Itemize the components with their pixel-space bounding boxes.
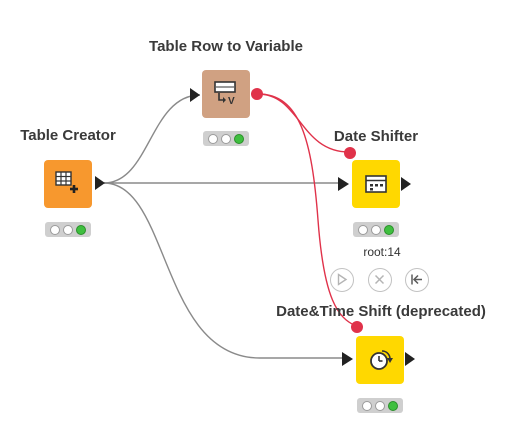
date-shifter-input-port[interactable]: [338, 177, 349, 191]
reset-icon: [411, 274, 422, 285]
clock-shift-icon: [370, 350, 393, 370]
status-light-yellow: [375, 400, 385, 411]
node-label-table-creator[interactable]: Table Creator: [20, 127, 116, 144]
node-label-date-shifter[interactable]: Date Shifter: [333, 128, 419, 145]
date-shifter-status: [353, 222, 399, 237]
table-row-variable-input-port[interactable]: [190, 88, 200, 102]
status-light-green: [384, 224, 394, 235]
svg-text:V: V: [228, 96, 235, 107]
status-light-yellow: [371, 224, 381, 235]
node-label-datetime-shift[interactable]: Date&Time Shift (deprecated): [276, 303, 486, 320]
play-icon: [337, 273, 348, 286]
table-creator-status: [45, 222, 91, 237]
status-light-red: [362, 400, 372, 411]
datetime-shift-status: [357, 398, 403, 413]
calendar-icon: [365, 175, 387, 193]
datetime-shift-input-port[interactable]: [342, 352, 353, 366]
table-creator-node[interactable]: [44, 160, 92, 208]
table-creator-icon: [55, 171, 78, 193]
status-light-yellow: [63, 224, 73, 235]
datetime-shift-node[interactable]: [356, 336, 404, 384]
date-shifter-node[interactable]: [352, 160, 400, 208]
execute-button[interactable]: [330, 268, 354, 292]
cancel-button[interactable]: [368, 268, 392, 292]
table-creator-output-port[interactable]: [95, 176, 105, 190]
node-label-table-row-to-variable[interactable]: Table Row to Variable: [149, 38, 303, 55]
connection-creator-to-datetime-shift[interactable]: [103, 182, 350, 359]
table-row-to-variable-node[interactable]: V: [202, 70, 250, 118]
variable-connection-to-datetime-shift[interactable]: [257, 93, 357, 327]
row-to-variable-icon: V: [214, 81, 236, 107]
date-shifter-output-port[interactable]: [401, 177, 411, 191]
connection-creator-to-row-variable[interactable]: [103, 94, 201, 184]
status-light-red: [358, 224, 368, 235]
close-icon: [374, 274, 385, 285]
node-id-label: root:14: [363, 245, 401, 259]
status-light-red: [208, 133, 218, 144]
status-light-red: [50, 224, 60, 235]
datetime-shift-variable-input-port[interactable]: [351, 321, 363, 333]
status-light-yellow: [221, 133, 231, 144]
reset-button[interactable]: [405, 268, 429, 292]
row-variable-output-variable-port[interactable]: [251, 88, 263, 100]
datetime-shift-output-port[interactable]: [405, 352, 415, 366]
status-light-green: [76, 224, 86, 235]
table-row-to-variable-status: [203, 131, 249, 146]
status-light-green: [234, 133, 244, 144]
date-shifter-variable-input-port[interactable]: [344, 147, 356, 159]
status-light-green: [388, 400, 398, 411]
